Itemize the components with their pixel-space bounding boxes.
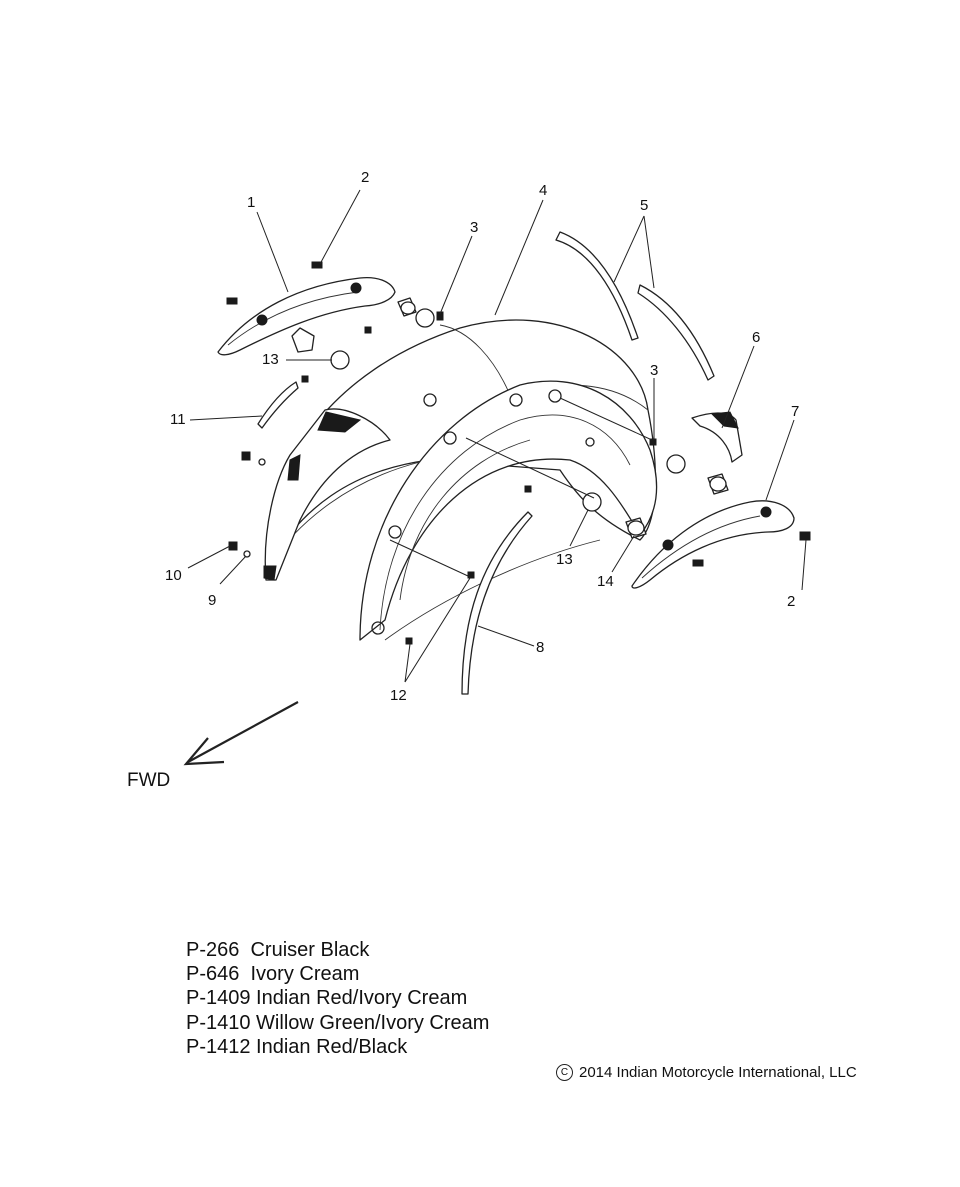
callout-2-lower: 2: [787, 593, 795, 610]
legend-item: P-1409 Indian Red/Ivory Cream: [186, 987, 468, 1010]
right-trim-rail: [631, 500, 795, 589]
callout-4: 4: [539, 182, 547, 199]
callout-10: 10: [165, 567, 182, 584]
rear-fender: [267, 319, 658, 641]
copyright-icon: C: [556, 1064, 573, 1081]
legend-item: P-1412 Indian Red/Black: [186, 1035, 408, 1058]
legend-item: P-1410 Willow Green/Ivory Cream: [186, 1011, 490, 1034]
small-trim-piece: [257, 381, 299, 429]
callout-12: 12: [390, 687, 407, 704]
callout-11: 11: [170, 411, 186, 428]
callout-3-lower: 3: [650, 362, 658, 379]
callout-9: 9: [208, 592, 216, 609]
forward-label: FWD: [127, 770, 170, 791]
fender-side-panel: [263, 408, 391, 581]
left-trim-rail: [217, 276, 396, 356]
legend-item: P-646 Ivory Cream: [186, 963, 360, 986]
legend-item: P-266 Cruiser Black: [186, 939, 370, 961]
fender-trim-strip: [461, 511, 533, 695]
callout-14: 14: [597, 573, 614, 590]
callout-7: 7: [791, 403, 799, 420]
callout-6: 6: [752, 329, 760, 346]
callout-5: 5: [640, 197, 648, 214]
callout-13-right: 13: [556, 551, 573, 568]
trim-strips: [555, 231, 715, 381]
forward-direction-arrow: FWD: [127, 701, 299, 791]
callout-1: 1: [247, 194, 255, 211]
leader-lines: [187, 189, 807, 683]
copyright-text: 2014 Indian Motorcycle International, LL…: [579, 1064, 857, 1081]
copyright-notice: C 2014 Indian Motorcycle International, …: [556, 1064, 857, 1081]
fender-emblem: [691, 411, 743, 463]
color-code-legend: P-266 Cruiser Black P-646 Ivory Cream P-…: [186, 938, 489, 1059]
fasteners: [226, 261, 811, 645]
callout-13-left: 13: [262, 351, 279, 368]
callout-8: 8: [536, 639, 544, 656]
callout-3-upper: 3: [470, 219, 478, 236]
bushings: [291, 297, 729, 539]
callout-2-upper: 2: [361, 169, 369, 186]
round-pads: [330, 308, 686, 512]
callout-numbers: 1 2 3 4 5 6 3 7 13 11 13 14 2 10 9 8 12: [165, 169, 799, 704]
